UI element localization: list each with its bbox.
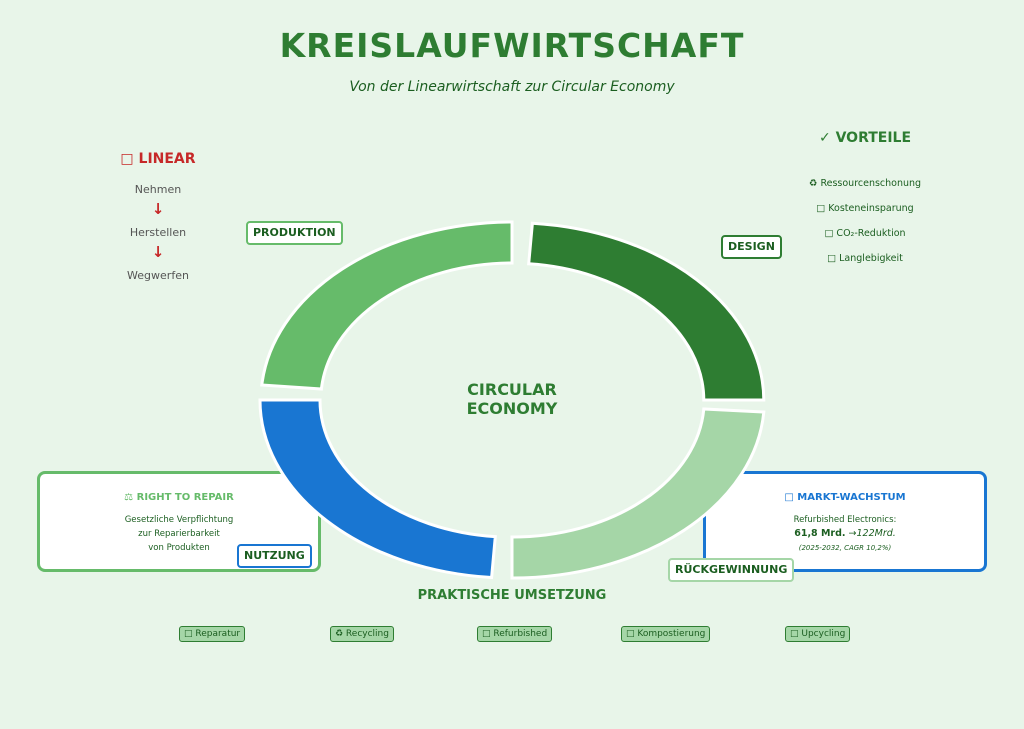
right-to-repair-text: Gesetzliche Verpflichtung zur Reparierba… <box>40 513 318 555</box>
linear-heading: □ LINEAR <box>120 151 196 167</box>
phase-label-design: DESIGN <box>721 235 782 259</box>
market-note: (2025-2032, CAGR 10,2%) <box>798 544 892 552</box>
right-to-repair-line: Gesetzliche Verpflichtung <box>124 515 234 525</box>
market-value-current: 61,8 Mrd. <box>794 528 846 539</box>
right-to-repair-title: ⚖ RIGHT TO REPAIR <box>124 492 234 503</box>
vorteil-ressourcenschonung: ♻ Ressourcenschonung <box>808 178 922 189</box>
cycle-center-line: ECONOMY <box>466 399 558 418</box>
ring-segment-nutzung <box>258 398 497 580</box>
chip-upcycling: □ Upcycling <box>785 626 851 642</box>
market-growth-title: □ MARKT-WACHSTUM <box>784 492 906 503</box>
page-subtitle: Von der Linearwirtschaft zur Circular Ec… <box>349 79 675 95</box>
right-to-repair-line: von Produkten <box>148 543 210 553</box>
market-growth-box: □ MARKT-WACHSTUM Refurbished Electronics… <box>703 471 987 572</box>
down-arrow-icon: ↓ <box>151 200 165 218</box>
vorteil-kosteneinsparung: □ Kosteneinsparung <box>816 203 914 214</box>
chip-refurbished: □ Refurbished <box>477 626 553 642</box>
market-line: Refurbished Electronics: <box>793 515 897 525</box>
cycle-center-label: CIRCULAR ECONOMY <box>432 380 592 418</box>
ring-segment-rueckgewinnung <box>510 407 766 580</box>
market-value-forecast: →122Mrd. <box>845 528 896 539</box>
vorteile-heading: ✓ VORTEILE <box>818 130 912 146</box>
market-value: 61,8 Mrd. →122Mrd. <box>706 527 984 541</box>
chip-recycling: ♻ Recycling <box>330 626 394 642</box>
page-title: KREISLAUFWIRTSCHAFT <box>279 26 745 65</box>
phase-label-produktion: PRODUKTION <box>246 221 343 245</box>
chip-kompostierung: □ Kompostierung <box>621 626 711 642</box>
ring-segment-produktion <box>260 220 514 391</box>
linear-step-herstellen: Herstellen <box>129 226 187 239</box>
linear-step-nehmen: Nehmen <box>134 183 182 196</box>
chip-reparatur: □ Reparatur <box>179 626 246 642</box>
practice-heading: PRAKTISCHE UMSETZUNG <box>417 588 607 603</box>
vorteil-co2-reduktion: □ CO₂-Reduktion <box>824 228 906 239</box>
vorteil-langlebigkeit: □ Langlebigkeit <box>827 253 903 264</box>
phase-label-nutzung: NUTZUNG <box>237 544 312 568</box>
right-to-repair-line: zur Reparierbarkeit <box>138 529 220 539</box>
ring-segment-design <box>527 221 766 402</box>
phase-label-rueckgewinnung: RÜCKGEWINNUNG <box>668 558 795 582</box>
cycle-center-line: CIRCULAR <box>467 380 557 399</box>
linear-step-wegwerfen: Wegwerfen <box>127 269 189 282</box>
down-arrow-icon: ↓ <box>151 243 165 261</box>
